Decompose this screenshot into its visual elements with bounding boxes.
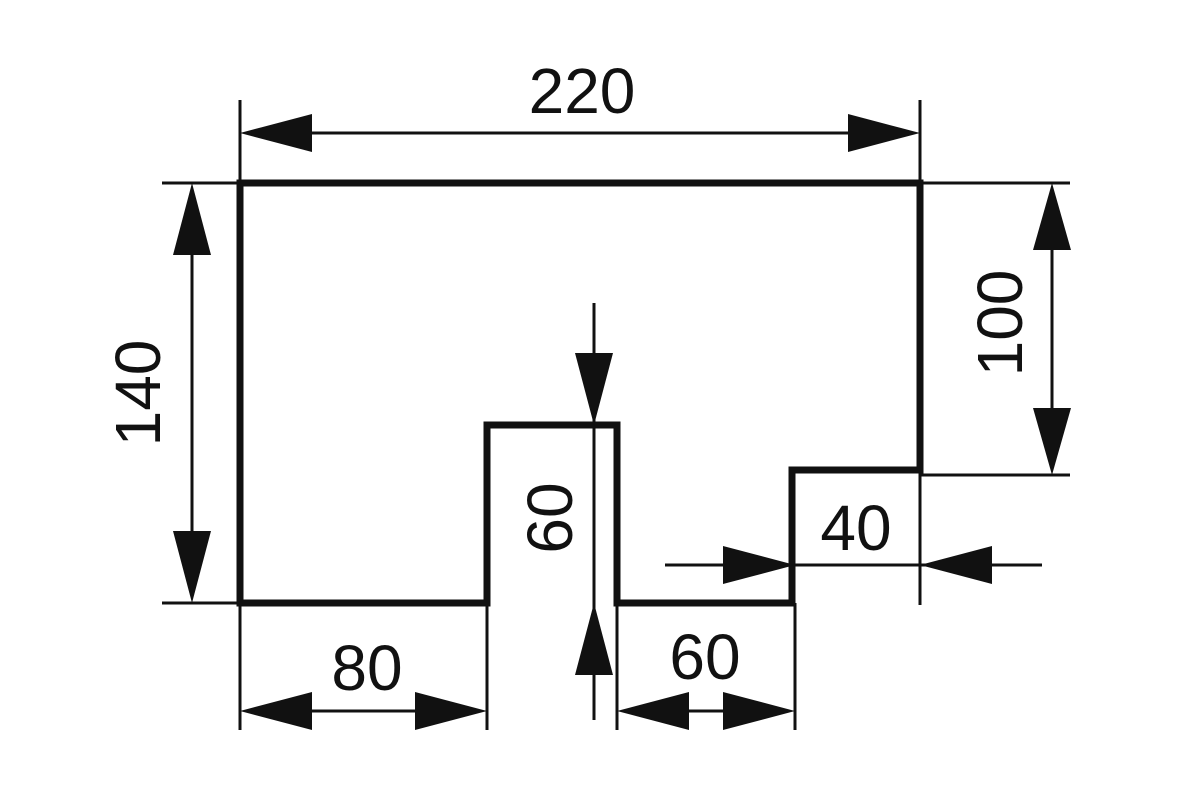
arrowhead-down xyxy=(1033,408,1071,475)
arrowhead-up xyxy=(575,603,613,675)
extension-lines xyxy=(162,100,1070,730)
dimension-220: 220 xyxy=(240,55,920,152)
arrowhead-right xyxy=(723,546,795,584)
arrowhead-left xyxy=(240,692,312,730)
label-80: 80 xyxy=(331,632,402,704)
arrowhead-down xyxy=(173,531,211,603)
arrowhead-right xyxy=(848,114,920,152)
arrowhead-left xyxy=(920,546,992,584)
label-60-vertical: 60 xyxy=(514,482,586,553)
arrowhead-left xyxy=(240,114,312,152)
dimension-40: 40 xyxy=(665,492,1042,584)
dimension-140: 140 xyxy=(102,183,211,603)
arrowhead-right xyxy=(415,692,487,730)
dimension-100: 100 xyxy=(964,183,1071,475)
arrowhead-left xyxy=(617,692,689,730)
label-220: 220 xyxy=(529,55,636,127)
label-60-horizontal: 60 xyxy=(669,621,740,693)
label-140: 140 xyxy=(102,340,174,447)
label-40: 40 xyxy=(820,492,891,564)
dimension-80: 80 xyxy=(240,632,487,730)
arrowhead-down xyxy=(575,353,613,425)
dimension-60-horizontal: 60 xyxy=(617,621,795,730)
arrowhead-right xyxy=(723,692,795,730)
dimension-60-vertical: 60 xyxy=(514,303,613,720)
arrowhead-up xyxy=(1033,183,1071,250)
arrowhead-up xyxy=(173,183,211,255)
label-100: 100 xyxy=(964,270,1036,377)
